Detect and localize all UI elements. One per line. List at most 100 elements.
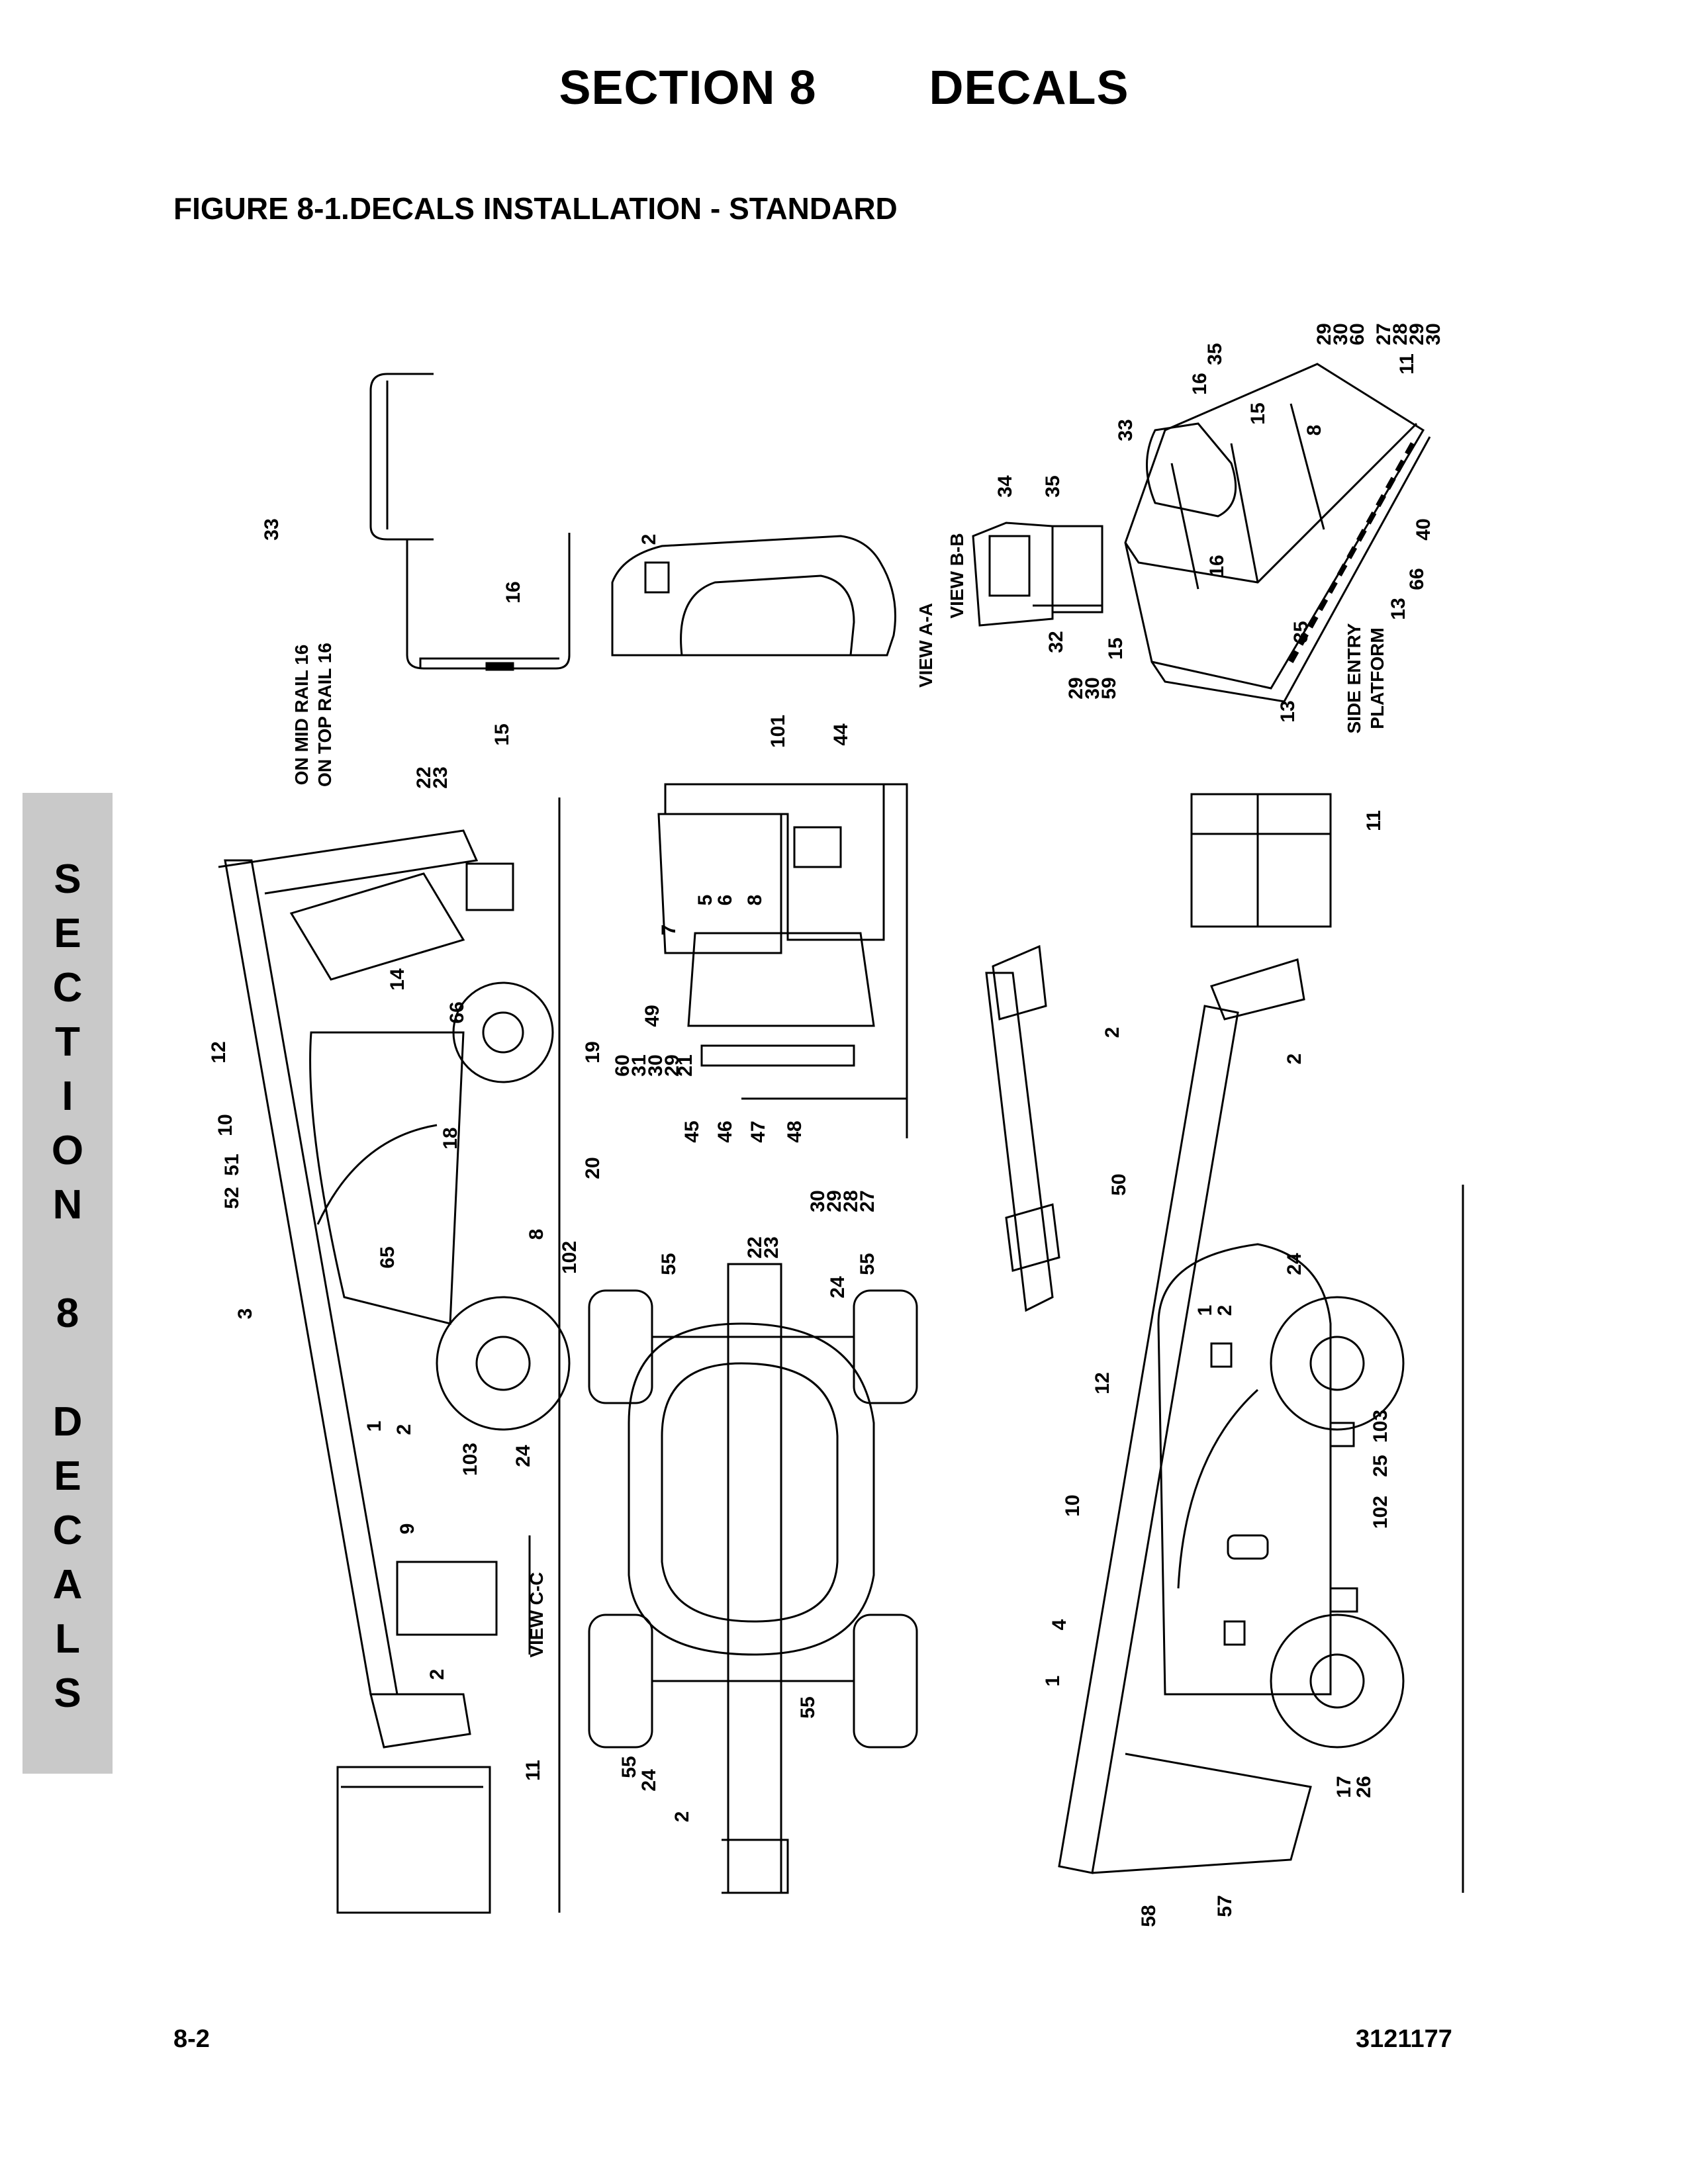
callout-number: 10 — [214, 1114, 236, 1136]
callout-number: 44 — [830, 723, 852, 746]
top-view-chassis-drawing — [588, 1263, 918, 1894]
callout-number: 8 — [1303, 425, 1325, 436]
ground-control-box-drawing — [657, 783, 908, 1138]
callout-number: 5 — [694, 895, 716, 906]
callout-number: 55 — [658, 1253, 680, 1275]
callout-number: 13 — [1387, 598, 1409, 619]
callout-number: 10 — [1062, 1494, 1084, 1516]
side-tab-letter: E — [54, 1453, 81, 1499]
callout-number: 12 — [208, 1041, 230, 1063]
callout-number: 2 — [393, 1424, 415, 1435]
callout-number: 102 — [1370, 1496, 1391, 1529]
callout-number: 7 — [658, 925, 680, 936]
callout-number: 25 — [1370, 1455, 1391, 1477]
page-number: 8-2 — [173, 2025, 210, 2053]
callout-number: 23 — [761, 1236, 782, 1258]
callout-number: 66 — [1406, 568, 1428, 590]
view-cc-label: VIEW C-C — [526, 1572, 547, 1657]
view-bb-label: VIEW B-B — [947, 533, 967, 618]
callout-number: 40 — [1413, 518, 1434, 540]
callout-number: 8 — [526, 1229, 547, 1240]
callout-number: 9 — [397, 1524, 418, 1535]
side-tab-letter: 8 — [56, 1291, 79, 1336]
callout-number: 22 — [744, 1236, 766, 1258]
callout-number: 29 — [661, 1054, 683, 1076]
callout-number: 65 — [377, 1246, 399, 1268]
callout-number: 35 — [1204, 343, 1226, 365]
callout-number: 26 — [1353, 1776, 1375, 1797]
callout-number: 24 — [1284, 1253, 1305, 1275]
callout-number: 29 — [1406, 323, 1428, 345]
callout-number: 3 — [234, 1308, 256, 1320]
callout-number: 1 — [1042, 1676, 1064, 1687]
callout-number: 102 — [559, 1241, 581, 1274]
callout-number: 34 — [994, 475, 1016, 498]
callout-number: 17 — [1333, 1776, 1355, 1797]
callout-number: 49 — [641, 1005, 663, 1026]
callout-number: 29 — [1065, 677, 1087, 699]
callout-number: 2 — [1284, 1054, 1305, 1065]
side-tab-letter: C — [52, 1508, 83, 1553]
callout-number: 28 — [1389, 323, 1411, 345]
top-rail-note: ON TOP RAIL 16 — [314, 643, 335, 787]
platform-label: PLATFORM — [1367, 627, 1387, 729]
callout-number: 47 — [747, 1120, 769, 1142]
callout-number: 24 — [512, 1445, 534, 1467]
callout-number: 30 — [1330, 323, 1352, 345]
callout-number: 55 — [857, 1253, 878, 1275]
line-art — [218, 363, 1464, 1914]
side-tab-letters: S E C T I O N 8 D E C A L S — [23, 852, 113, 1721]
callout-number: 33 — [261, 518, 283, 540]
console-cover-view-aa — [611, 535, 896, 657]
callout-number: 21 — [675, 1054, 696, 1076]
callout-number: 33 — [1115, 419, 1137, 441]
callout-number: 31 — [628, 1054, 650, 1076]
callout-number: 2 — [671, 1811, 693, 1823]
callout-number: 22 — [413, 766, 435, 788]
side-tab-letter: A — [52, 1562, 83, 1608]
side-tab-letter: N — [52, 1182, 83, 1228]
callout-number: 14 — [387, 968, 408, 991]
callout-number: 29 — [1313, 323, 1335, 345]
callout-number: 12 — [1092, 1372, 1113, 1394]
side-entry-label: SIDE ENTRY — [1344, 623, 1364, 733]
section-side-tab: S E C T I O N 8 D E C A L S — [23, 793, 113, 1774]
side-tab-letter: S — [54, 1670, 81, 1716]
callout-number: 19 — [582, 1041, 604, 1063]
callout-number: 32 — [1045, 631, 1067, 653]
callout-number: 2 — [638, 534, 660, 545]
callout-number: 2 — [1102, 1027, 1123, 1038]
callout-number: 1 — [1194, 1305, 1216, 1316]
callout-number: 24 — [638, 1769, 660, 1792]
mid-rail-note: ON MID RAIL 16 — [291, 645, 312, 786]
callout-number: 50 — [1108, 1173, 1130, 1195]
callout-number: 103 — [459, 1443, 481, 1476]
callout-number: 2 — [1214, 1305, 1236, 1316]
callout-number: 28 — [840, 1190, 862, 1212]
figure-caption: FIGURE 8-1.DECALS INSTALLATION - STANDAR… — [173, 191, 898, 226]
callout-number: 103 — [1370, 1410, 1391, 1443]
side-tab-letter: C — [52, 965, 83, 1011]
callout-number: 35 — [1042, 475, 1064, 497]
section-topic: DECALS — [929, 62, 1129, 114]
side-tab-letter: O — [51, 1128, 84, 1173]
callout-number: 59 — [1098, 677, 1120, 699]
callout-number: 55 — [797, 1696, 819, 1718]
guard-rail-drawing — [369, 373, 571, 671]
callout-number: 58 — [1138, 1905, 1160, 1927]
callout-number: 4 — [1049, 1619, 1070, 1630]
callout-number: 15 — [491, 723, 513, 745]
callout-number: 27 — [1373, 323, 1395, 345]
callout-number: 6 — [714, 895, 736, 906]
side-tab-letter: I — [62, 1073, 73, 1119]
callout-number: 11 — [1363, 810, 1385, 831]
callout-number: 45 — [681, 1120, 703, 1142]
document-number: 3121177 — [1356, 2025, 1452, 2053]
callout-number: 30 — [1423, 323, 1444, 345]
jib-drawing — [985, 944, 1060, 1312]
callout-number: 46 — [714, 1120, 736, 1142]
side-tab-letter: D — [52, 1399, 83, 1445]
